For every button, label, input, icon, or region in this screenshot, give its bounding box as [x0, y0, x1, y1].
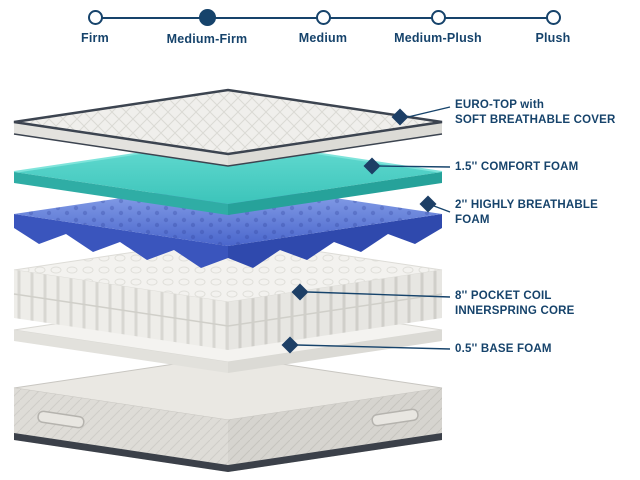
layer-markers: [281, 108, 437, 354]
firmness-option-label: Medium-Plush: [394, 31, 482, 45]
firmness-dot[interactable]: [315, 10, 331, 25]
comfort-foam-diamond-icon: [363, 157, 381, 175]
right-handle: [371, 408, 419, 427]
label-base-foam: 0.5'' BASE FOAM: [455, 342, 639, 357]
firmness-option-medium-plush[interactable]: Medium-Plush: [373, 10, 503, 45]
label-line: 2'' HIGHLY BREATHABLE: [455, 199, 599, 211]
label-pocket-coil: 8'' POCKET COIL INNERSPRING CORE: [455, 289, 639, 319]
firmness-option-medium-firm[interactable]: Medium-Firm: [142, 9, 272, 46]
comfort-foam-layer: [13, 138, 443, 215]
firmness-option-plush[interactable]: Plush: [488, 10, 618, 45]
firmness-option-label: Medium-Firm: [166, 32, 248, 46]
left-handle: [37, 410, 85, 429]
firmness-option-firm[interactable]: Firm: [30, 10, 160, 45]
leader-lines: [296, 106, 451, 350]
label-line: FOAM: [455, 214, 490, 226]
firmness-option-medium[interactable]: Medium: [258, 10, 388, 45]
pocket-coil-layer: [13, 237, 443, 350]
label-breathable-foam: 2'' HIGHLY BREATHABLE FOAM: [455, 198, 639, 228]
label-comfort-foam: 1.5'' COMFORT FOAM: [455, 160, 639, 175]
pocket-coil-diamond-icon: [291, 283, 309, 301]
euro-top-layer: [13, 88, 443, 167]
foundation-base: [13, 355, 443, 472]
label-line: 8'' POCKET COIL: [455, 290, 552, 302]
firmness-option-label: Plush: [535, 31, 571, 45]
label-line: 0.5'' BASE FOAM: [455, 343, 552, 355]
firmness-option-label: Medium: [298, 31, 348, 45]
label-line: INNERSPRING CORE: [455, 305, 575, 317]
label-line: SOFT BREATHABLE COVER: [455, 114, 616, 126]
firmness-dot[interactable]: [545, 10, 561, 25]
firmness-dot[interactable]: [87, 10, 103, 25]
euro-top-diamond-icon: [391, 108, 409, 126]
label-euro-top: EURO-TOP with SOFT BREATHABLE COVER: [455, 98, 639, 128]
base-foam-diamond-icon: [281, 336, 299, 354]
firmness-dot[interactable]: [430, 10, 446, 25]
label-line: EURO-TOP with: [455, 99, 545, 111]
label-line: 1.5'' COMFORT FOAM: [455, 161, 579, 173]
breathable-foam-diamond-icon: [419, 195, 437, 213]
firmness-option-label: Firm: [81, 31, 109, 45]
firmness-dot-selected[interactable]: [198, 9, 216, 26]
firmness-scale: Firm Medium-Firm Medium Medium-Plush Plu…: [0, 0, 640, 60]
